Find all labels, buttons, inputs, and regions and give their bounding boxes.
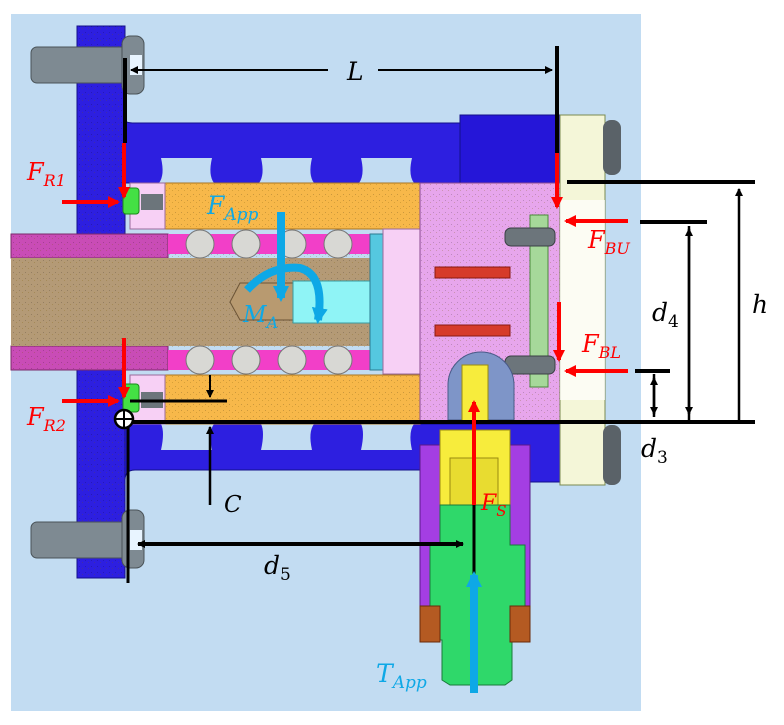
dimension-d5 (126, 415, 476, 583)
label-F_App: FApp (206, 191, 259, 225)
label-d4: d4 (652, 298, 679, 332)
label-F_BL: FBL (581, 330, 621, 362)
label-L: L (346, 57, 364, 86)
label-F_R2: FR2 (26, 403, 66, 435)
label-M_A: MA (242, 302, 278, 332)
label-F_S: FS (480, 491, 507, 520)
dimension-d4 (640, 220, 707, 420)
dimension-h (567, 180, 755, 420)
force-F_BU-arrows (551, 153, 628, 227)
dimension-d3 (635, 369, 670, 417)
label-F_BU: FBU (587, 226, 630, 258)
label-d3: d3 (641, 434, 668, 468)
label-C: C (224, 492, 242, 518)
label-h: h (752, 290, 768, 319)
right-housing (419, 182, 561, 424)
label-T_App: TApp (376, 659, 427, 693)
force-F_R2-arrows (62, 338, 130, 407)
label-F_R1: FR1 (26, 158, 66, 190)
label-d5: d5 (264, 551, 291, 585)
bolt-top-left (30, 35, 145, 95)
moment-M_A-arrow (244, 263, 328, 324)
dimension-L (123, 46, 559, 153)
force-F_R1-arrows (62, 143, 130, 208)
pivot-point-icon (113, 408, 135, 430)
force-F_BL-arrows (553, 302, 628, 377)
dimension-C (130, 375, 227, 505)
